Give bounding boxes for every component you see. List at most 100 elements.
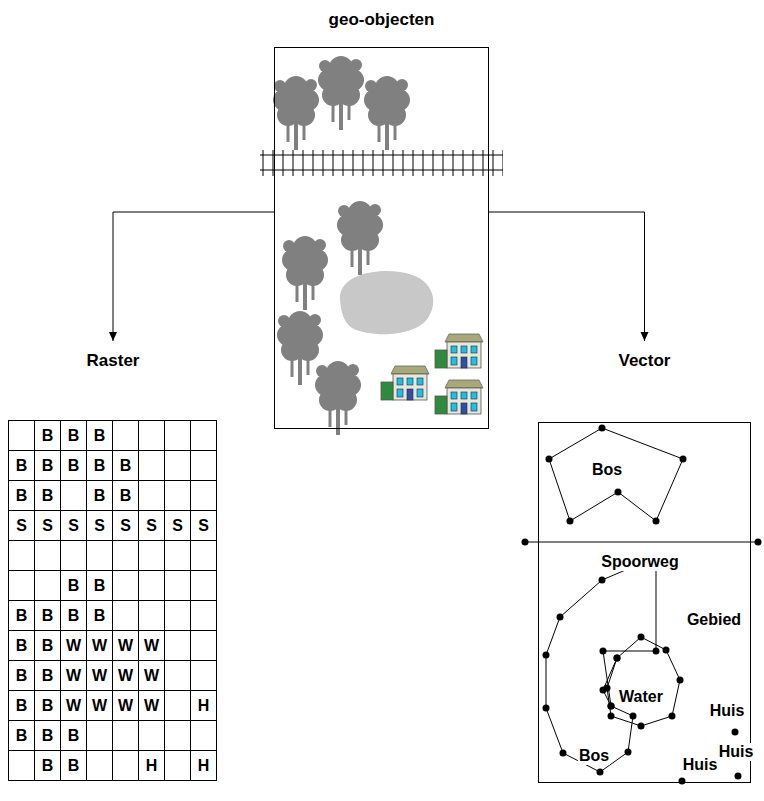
cell-value: S — [146, 517, 157, 535]
raster-cell — [191, 451, 217, 481]
raster-cell: B — [35, 451, 61, 481]
cell-value: S — [94, 517, 105, 535]
map-label: Bos — [591, 461, 623, 479]
raster-cell — [165, 601, 191, 631]
raster-cell: B — [61, 601, 87, 631]
raster-cell — [191, 601, 217, 631]
raster-cell: S — [165, 511, 191, 541]
raster-cell — [9, 421, 35, 451]
raster-cell — [165, 631, 191, 661]
cell-value: S — [68, 517, 79, 535]
raster-cell — [87, 541, 113, 571]
raster-cell: B — [113, 481, 139, 511]
raster-cell — [113, 541, 139, 571]
raster-cell: W — [61, 691, 87, 721]
raster-cell: S — [61, 511, 87, 541]
raster-cell: S — [139, 511, 165, 541]
raster-cell — [9, 751, 35, 781]
raster-cell: W — [113, 691, 139, 721]
map-label: Spoorweg — [600, 553, 679, 571]
raster-cell: H — [191, 691, 217, 721]
cell-value: B — [42, 667, 54, 685]
map-label: Gebied — [686, 611, 742, 629]
cell-value: S — [198, 517, 209, 535]
raster-cell — [165, 691, 191, 721]
cell-value: B — [120, 487, 132, 505]
raster-cell: W — [87, 661, 113, 691]
raster-cell: W — [61, 631, 87, 661]
raster-cell: B — [9, 451, 35, 481]
raster-cell: W — [139, 631, 165, 661]
raster-cell — [139, 451, 165, 481]
raster-cell — [113, 601, 139, 631]
cell-value: S — [120, 517, 131, 535]
raster-cell: W — [139, 691, 165, 721]
cell-value: W — [144, 667, 159, 685]
raster-cell: B — [35, 421, 61, 451]
cell-value: B — [94, 457, 106, 475]
cell-value: B — [42, 727, 54, 745]
raster-cell: B — [87, 451, 113, 481]
raster-cell — [165, 721, 191, 751]
raster-cell: B — [87, 601, 113, 631]
cell-value: B — [42, 457, 54, 475]
raster-cell — [191, 631, 217, 661]
cell-value: B — [94, 577, 106, 595]
raster-cell — [87, 751, 113, 781]
raster-cell — [113, 421, 139, 451]
raster-cell — [165, 421, 191, 451]
geo-object-frame: geo-objecten — [274, 47, 489, 429]
cell-value: W — [144, 697, 159, 715]
raster-cell: B — [61, 421, 87, 451]
raster-cell: B — [9, 691, 35, 721]
raster-cell — [113, 721, 139, 751]
raster-cell: B — [9, 481, 35, 511]
cell-value: B — [42, 427, 54, 445]
raster-cell: S — [113, 511, 139, 541]
raster-cell: B — [35, 481, 61, 511]
raster-cell: B — [9, 661, 35, 691]
raster-cell: W — [113, 631, 139, 661]
map-label: Huis — [709, 702, 746, 720]
cell-value: B — [42, 607, 54, 625]
raster-cell — [9, 541, 35, 571]
raster-cell — [165, 661, 191, 691]
flow-arrow — [113, 212, 274, 341]
raster-cell: S — [35, 511, 61, 541]
raster-cell — [191, 481, 217, 511]
raster-cell — [191, 721, 217, 751]
raster-cell — [113, 751, 139, 781]
raster-cell: B — [87, 481, 113, 511]
cell-value: B — [16, 487, 28, 505]
raster-cell: B — [61, 571, 87, 601]
cell-value: W — [92, 667, 107, 685]
cell-value: H — [198, 697, 210, 715]
raster-cell: H — [139, 751, 165, 781]
cell-value: W — [92, 697, 107, 715]
cell-value: W — [66, 697, 81, 715]
cell-value: S — [16, 517, 27, 535]
raster-cell: W — [61, 661, 87, 691]
raster-cell — [139, 571, 165, 601]
raster-cell — [139, 421, 165, 451]
raster-cell: B — [35, 751, 61, 781]
map-label: Water — [618, 688, 664, 706]
raster-cell — [165, 751, 191, 781]
raster-cell — [9, 571, 35, 601]
raster-cell: B — [35, 691, 61, 721]
cell-value: B — [68, 757, 80, 775]
raster-cell: H — [191, 751, 217, 781]
raster-grid: RasterBBBBBBBBBBBBSSSSSSSSBBBBBBBBWWWWBB… — [8, 345, 218, 781]
raster-cell: B — [35, 631, 61, 661]
cell-value: W — [144, 637, 159, 655]
raster-cell — [165, 541, 191, 571]
raster-cell: W — [139, 661, 165, 691]
raster-cell: S — [191, 511, 217, 541]
map-label: Huis — [718, 743, 755, 761]
raster-cell — [139, 601, 165, 631]
raster-cell: B — [35, 721, 61, 751]
raster-cell: B — [87, 571, 113, 601]
raster-cell: W — [113, 661, 139, 691]
raster-cell: B — [61, 451, 87, 481]
